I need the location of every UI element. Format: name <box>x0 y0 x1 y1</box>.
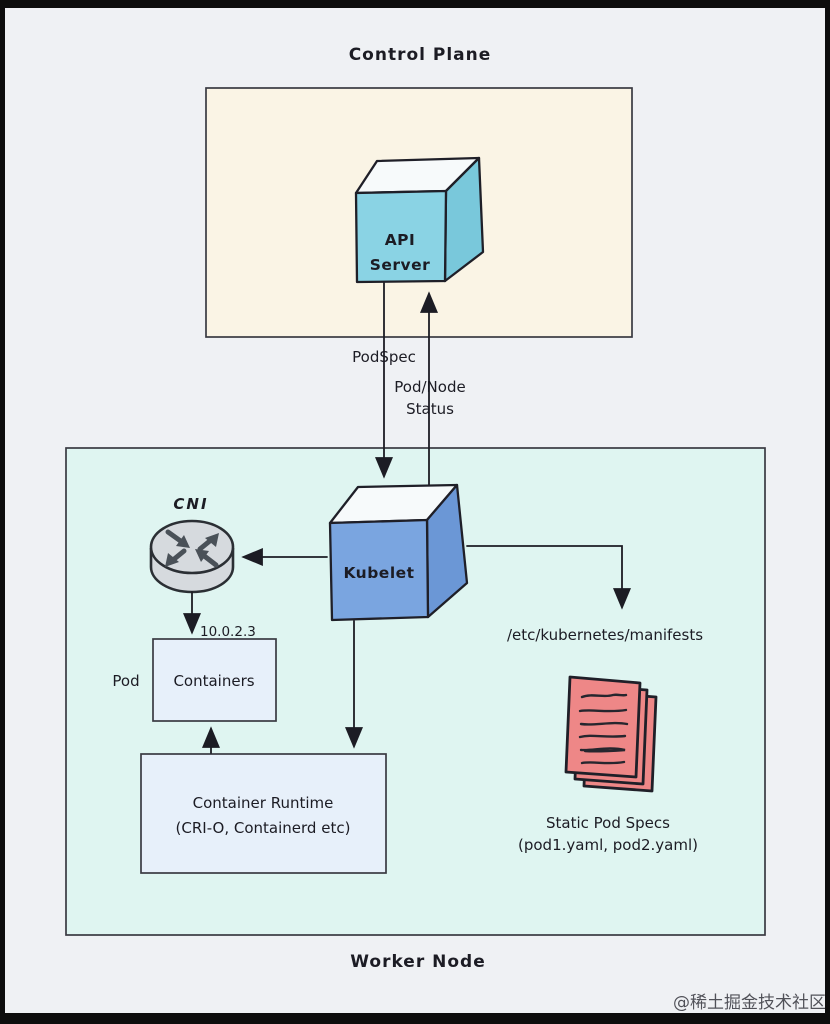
containers-box <box>152 638 277 722</box>
container-runtime-box <box>140 753 387 874</box>
kubelet-to-manifests-arrow <box>466 545 631 610</box>
container-runtime-label-line2: (CRI-O, Containerd etc) <box>176 819 351 837</box>
kubelet-label: Kubelet <box>343 564 414 582</box>
kubelet-cube: Kubelet <box>328 483 469 622</box>
cni-router-icon <box>149 519 235 594</box>
cni-label: CNI <box>173 495 208 513</box>
static-pods-label-line1: Static Pod Specs <box>546 814 670 832</box>
manifest-files-icon <box>564 675 658 793</box>
api-server-cube: API Server <box>354 156 485 284</box>
pod-label: Pod <box>112 672 139 690</box>
static-pods-label-line2: (pod1.yaml, pod2.yaml) <box>518 836 698 854</box>
podnode-status-label-line1: Pod/Node <box>394 378 465 396</box>
pod-ip-label: 10.0.2.3 <box>200 624 256 640</box>
api-server-label-line1: API <box>385 231 416 249</box>
worker-node-title: Worker Node <box>350 952 486 972</box>
container-runtime-label-line1: Container Runtime <box>193 794 334 812</box>
api-server-cube-front <box>354 189 448 284</box>
podnode-status-label-line2: Status <box>406 400 454 418</box>
watermark: @稀土掘金技术社区 <box>673 993 826 1013</box>
containers-label: Containers <box>173 672 254 690</box>
manifests-path-label: /etc/kubernetes/manifests <box>507 626 703 644</box>
podspec-label: PodSpec <box>352 348 416 366</box>
control-plane-title: Control Plane <box>349 45 492 65</box>
api-server-label-line2: Server <box>370 256 431 274</box>
kubelet-cube-front <box>328 518 430 622</box>
